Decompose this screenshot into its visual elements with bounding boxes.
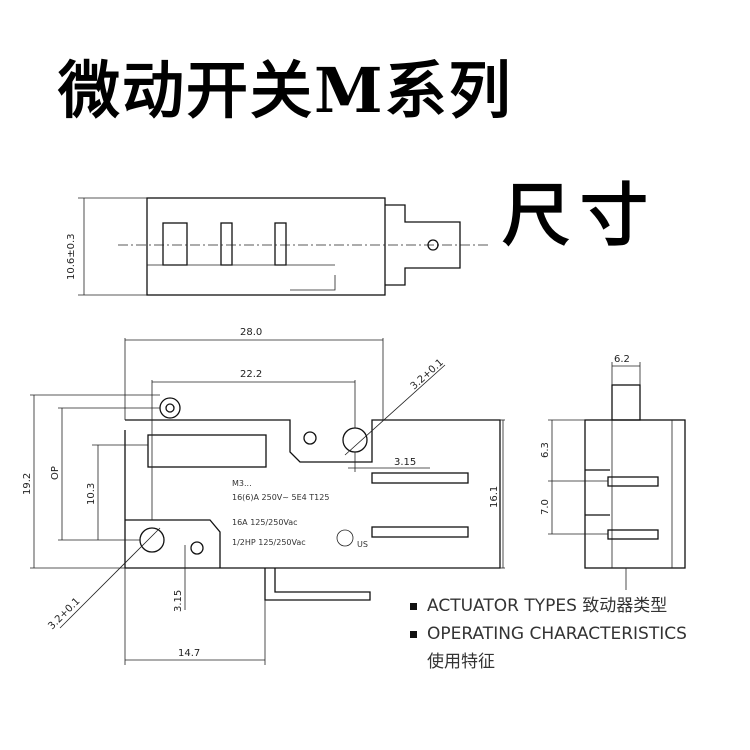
dim-side-width: 6.2: [614, 354, 630, 365]
dim-hole-dia-bottom: 3.2+0.1: [46, 596, 82, 632]
body-rating-2: 16A 125/250Vac: [232, 518, 298, 527]
dim-terminal-offset-bottom: 3.15: [173, 590, 184, 612]
dim-side-lower: 7.0: [540, 499, 551, 515]
page-title: 微动开关M系列: [58, 54, 513, 127]
dim-hole-spacing: 22.2: [240, 369, 262, 380]
dim-mid-height: 10.3: [86, 483, 97, 505]
dim-right-height: 16.1: [489, 486, 500, 508]
dim-terminal-offset: 3.15: [394, 457, 416, 468]
body-model: M3...: [232, 479, 252, 488]
body-rating-3: 1/2HP 125/250Vac: [232, 538, 306, 547]
section-title: 尺寸: [502, 176, 659, 256]
side-view: 6.2 6.3 7.0: [540, 354, 686, 590]
legend-actuator-label: ACTUATOR TYPES 致动器类型: [427, 596, 668, 616]
legend-operating-label: OPERATING CHARACTERISTICS: [427, 624, 687, 644]
top-view: 10.6±0.3: [66, 197, 488, 296]
dim-op: OP: [50, 466, 61, 480]
dim-left-height: 19.2: [22, 473, 33, 495]
legend-operating-cn: 使用特征: [427, 652, 495, 672]
dim-hole-dia-top: 3.2+0.1: [409, 357, 446, 392]
legend-item-actuator: ACTUATOR TYPES 致动器类型: [410, 592, 687, 620]
legend-item-operating: OPERATING CHARACTERISTICS: [410, 620, 687, 648]
dim-overall-length: 28.0: [240, 327, 262, 338]
dim-top-height: 10.6±0.3: [66, 233, 77, 280]
cert-mark: US: [357, 540, 368, 549]
bullet-icon: [410, 630, 417, 638]
dim-side-upper: 6.3: [540, 442, 551, 458]
body-rating: 16(6)A 250V~ 5E4 T125: [232, 493, 329, 502]
bullet-icon: [410, 602, 417, 610]
dim-bottom-length: 14.7: [178, 648, 200, 659]
legend: ACTUATOR TYPES 致动器类型 OPERATING CHARACTER…: [410, 592, 687, 676]
